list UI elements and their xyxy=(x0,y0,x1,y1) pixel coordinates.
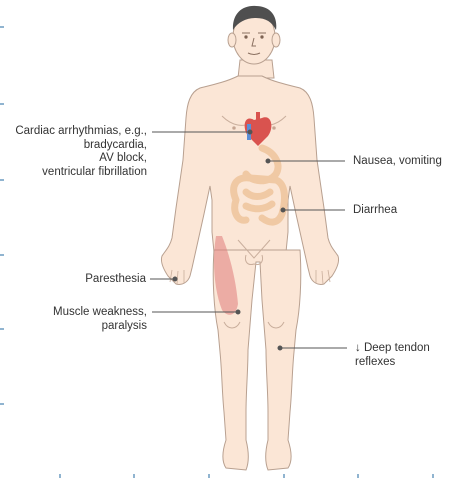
label-cardiac-line-1: Cardiac arrhythmias, e.g., xyxy=(15,125,147,139)
label-cardiac-line-3: AV block, xyxy=(15,152,147,166)
label-cardiac-line-4: ventricular fibrillation xyxy=(15,166,147,180)
label-paresthesia: Paresthesia xyxy=(85,273,146,287)
label-reflexes-line-2: reflexes xyxy=(355,356,430,370)
right-ear xyxy=(272,33,280,47)
label-diarrhea: Diarrhea xyxy=(353,204,397,218)
label-deep-tendon-reflexes: ↓ Deep tendon reflexes xyxy=(355,342,430,369)
label-reflexes-line-1: ↓ Deep tendon xyxy=(355,342,430,356)
label-muscle-line-2: paralysis xyxy=(53,320,147,334)
label-nausea-vomiting: Nausea, vomiting xyxy=(353,155,442,169)
left-ear xyxy=(228,33,236,47)
body-silhouette xyxy=(161,10,338,470)
label-cardiac-line-2: bradycardia, xyxy=(15,139,147,153)
label-muscle-weakness: Muscle weakness, paralysis xyxy=(53,306,147,333)
label-cardiac-arrhythmias: Cardiac arrhythmias, e.g., bradycardia, … xyxy=(15,125,147,179)
label-muscle-line-1: Muscle weakness, xyxy=(53,306,147,320)
